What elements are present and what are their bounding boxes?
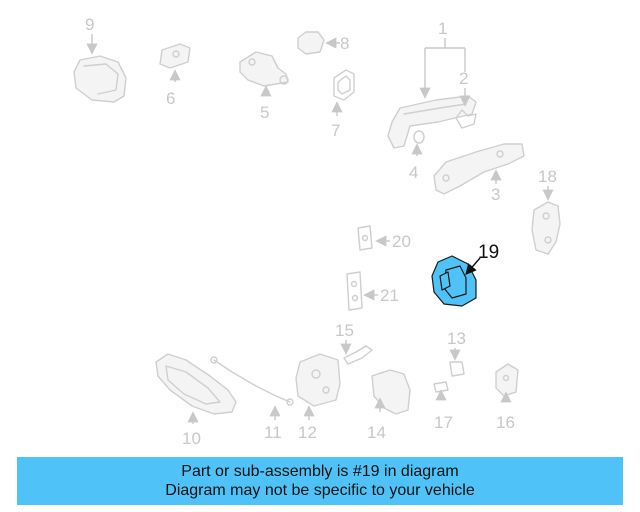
callout-17: 17 (434, 413, 453, 432)
callout-5: 5 (260, 103, 269, 122)
banner-line-2: Diagram may not be specific to your vehi… (165, 482, 475, 499)
callout-15: 15 (335, 321, 354, 340)
callout-3: 3 (491, 185, 500, 204)
callout-16: 16 (496, 413, 515, 432)
part-6-bracket: 6 (159, 43, 191, 108)
part-8-cap: 8 (297, 31, 349, 55)
callout-19: 19 (478, 242, 499, 263)
callout-8: 8 (340, 34, 349, 53)
callout-2: 2 (459, 69, 468, 88)
part-12-latch: 12 (295, 353, 341, 442)
callout-10: 10 (182, 429, 201, 448)
part-5-lock-cylinder: 5 (239, 51, 289, 122)
part-19-highlighted: 19 (431, 242, 499, 307)
part-20-plate: 20 (357, 225, 411, 251)
callout-13: 13 (447, 329, 466, 348)
part-4-grommet: 4 (409, 130, 425, 182)
part-3-handle-frame: 3 (433, 143, 525, 204)
part-15-rod: 15 (335, 321, 373, 365)
part-9-mirror: 9 (73, 15, 127, 103)
part-11-cable: 11 (210, 356, 294, 442)
part-13-bolt: 13 (447, 329, 466, 377)
callout-7: 7 (331, 121, 340, 140)
callout-21: 21 (380, 286, 399, 305)
part-14-bracket: 14 (367, 369, 411, 442)
callout-4: 4 (409, 163, 418, 182)
info-banner: Part or sub-assembly is #19 in diagram D… (17, 457, 623, 505)
callout-14: 14 (367, 423, 386, 442)
part-18-hinge: 18 (531, 167, 561, 255)
callout-18: 18 (538, 167, 557, 186)
callout-12: 12 (298, 423, 317, 442)
part-7-gasket: 7 (331, 69, 355, 140)
callout-6: 6 (166, 89, 175, 108)
part-2-clip: 2 (455, 69, 477, 129)
callout-20: 20 (392, 232, 411, 251)
part-16-plate: 16 (495, 363, 519, 432)
part-10-inner-handle: 10 (155, 353, 237, 448)
part-1-outer-handle: 1 (387, 19, 477, 149)
banner-line-1: Part or sub-assembly is #19 in diagram (181, 463, 459, 480)
callout-1: 1 (438, 19, 447, 38)
part-21-striker-plate: 21 (346, 271, 399, 311)
callout-9: 9 (85, 15, 94, 34)
part-17-screw: 17 (433, 381, 453, 432)
callout-11: 11 (264, 423, 282, 442)
